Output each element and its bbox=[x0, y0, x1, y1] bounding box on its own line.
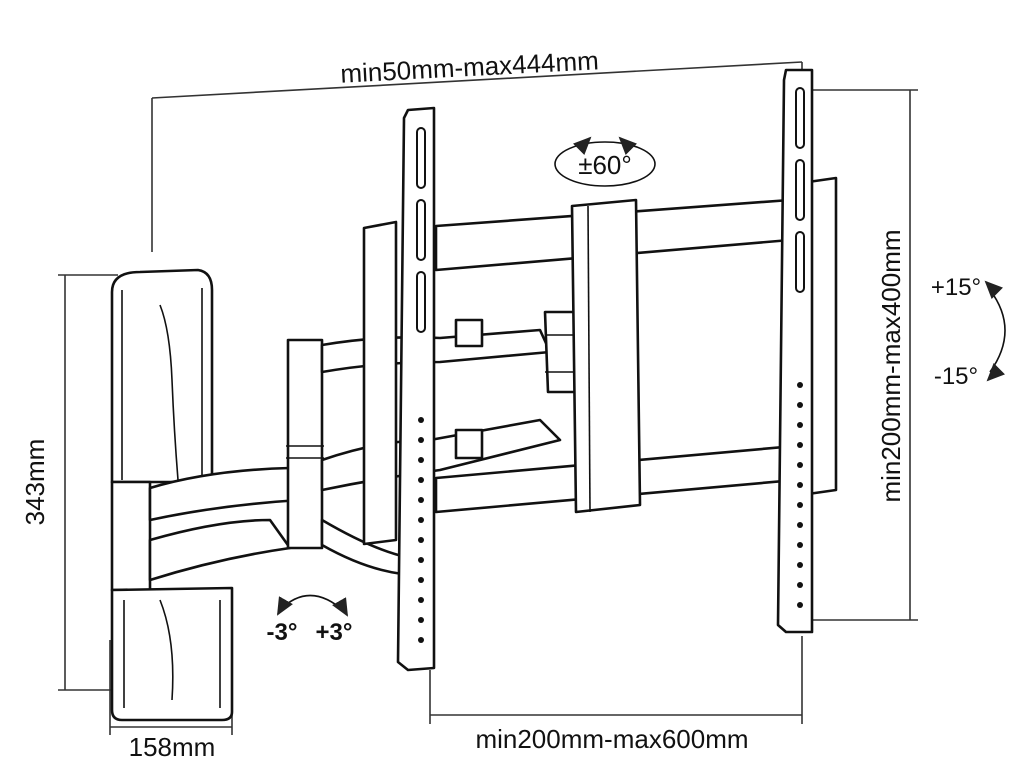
level-plus-label: +3° bbox=[316, 619, 353, 646]
bracket-horizontal-label: min200mm-max600mm bbox=[475, 724, 748, 754]
tilt-down-label: -15° bbox=[934, 363, 978, 390]
bracket-vertical-label: min200mm-max400mm bbox=[876, 229, 906, 502]
tv-bracket bbox=[362, 68, 838, 672]
swivel-indicator bbox=[554, 136, 656, 187]
wall-plate-width-label: 158mm bbox=[129, 732, 216, 762]
tilt-up-label: +15° bbox=[931, 274, 981, 301]
overall-width-label: min50mm-max444mm bbox=[340, 45, 600, 88]
level-minus-label: -3° bbox=[267, 619, 298, 646]
wall-plate-height-label: 343mm bbox=[20, 439, 50, 526]
dimension-lines bbox=[58, 61, 918, 735]
level-indicator bbox=[277, 594, 348, 617]
wall-plate bbox=[110, 268, 234, 722]
swivel-label: ±60° bbox=[578, 150, 632, 180]
tilt-indicator bbox=[984, 280, 1006, 382]
